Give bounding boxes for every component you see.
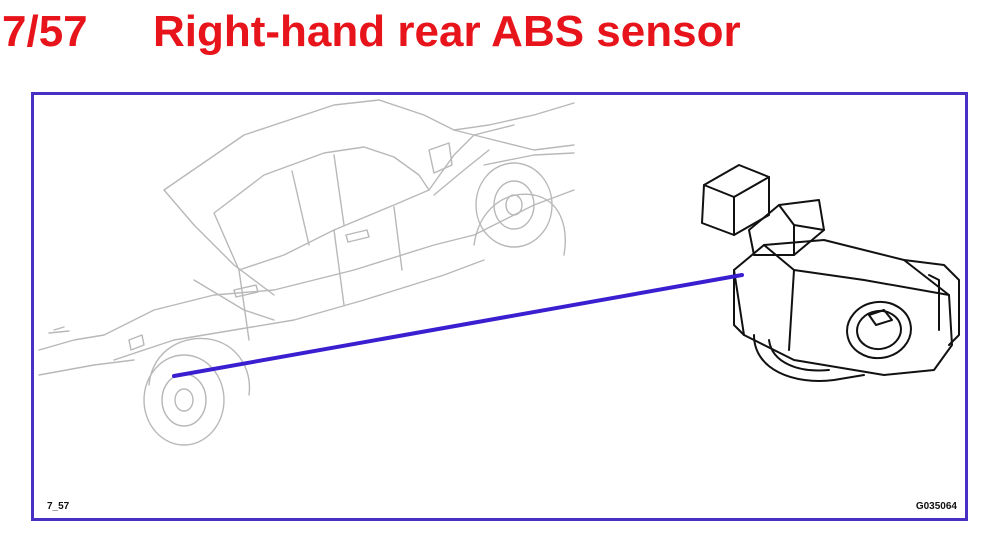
- figure-title: Right-hand rear ABS sensor: [153, 7, 741, 56]
- figure-code: 7/57: [2, 7, 88, 56]
- abs-sensor-illustration: [701, 164, 960, 382]
- car-illustration: [38, 99, 575, 446]
- header: 7/57 Right-hand rear ABS sensor: [0, 0, 983, 80]
- leader-line: [172, 273, 744, 378]
- illustration-frame: 7_57 G035064: [31, 92, 968, 521]
- figure-reference-right: G035064: [915, 501, 957, 512]
- figure-reference-left: 7_57: [47, 501, 70, 512]
- illustration-canvas: [38, 99, 960, 446]
